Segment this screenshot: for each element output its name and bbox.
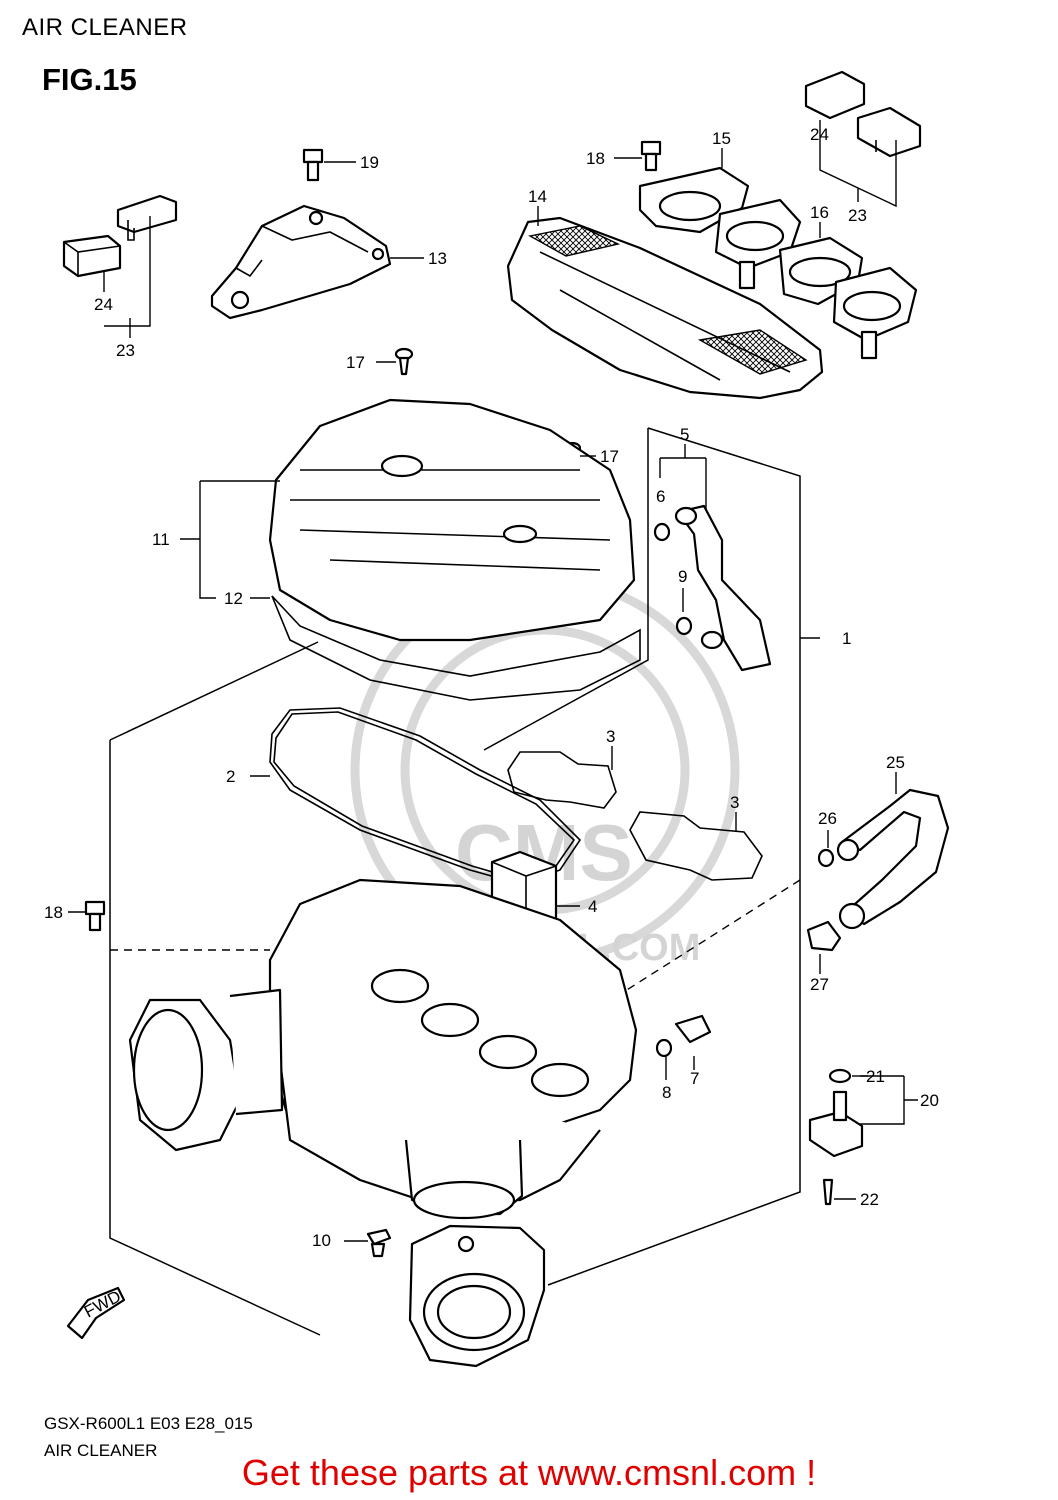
callout-13: 13 [428,249,447,268]
callout-23b: 23 [848,206,867,225]
callout-7: 7 [690,1069,699,1088]
clamp-8 [655,1038,673,1058]
callout-18b: 18 [44,903,63,922]
callout-10: 10 [312,1231,331,1250]
assembly-frame [109,427,801,1336]
velocity-funnels-15 [638,166,802,290]
bolt-18-left [84,900,106,932]
velocity-funnels-16 [778,236,918,360]
callout-24a: 24 [94,295,113,314]
page-section-title: AIR CLEANER [22,14,188,41]
air-filter-element [506,216,824,400]
callout-12: 12 [224,589,243,608]
sensor-bracket-cover [210,204,392,320]
bolt-19 [302,148,324,182]
callout-27: 27 [810,975,829,994]
clamp-6 [653,522,671,542]
figure-title: FIG.15 [42,62,137,97]
callout-19: 19 [360,153,379,172]
callout-26: 26 [818,809,837,828]
callout-18a: 18 [586,149,605,168]
clamp-9 [675,616,693,636]
cap-7 [674,1014,712,1044]
callout-20: 20 [920,1091,939,1110]
funnel-seal-3b [629,811,763,881]
callout-15: 15 [712,129,731,148]
callout-17a: 17 [346,353,365,372]
callout-8: 8 [662,1083,671,1102]
callout-11: 11 [152,530,170,549]
callout-23a: 23 [116,341,135,360]
intake-duct [408,1224,546,1368]
callout-5: 5 [680,425,689,444]
callout-1: 1 [842,629,851,648]
callout-16: 16 [810,203,829,222]
gasket-2 [269,707,582,885]
screw-17-top [394,347,414,376]
map-sensor-left [62,194,178,278]
rivet-10 [366,1228,392,1258]
bolt-18-top [640,140,662,172]
callout-labels: 1 2 3 3 4 5 6 7 8 9 10 11 12 13 14 15 16… [44,125,939,1250]
callout-22: 22 [860,1190,879,1209]
map-sensor-right [804,70,922,158]
callout-2: 2 [226,767,235,786]
callout-3b: 3 [730,793,739,812]
section-name-footer: AIR CLEANER [44,1441,158,1460]
lower-air-cleaner-case [128,878,638,1220]
promo-link-text[interactable]: Get these parts at www.cmsnl.com ! [241,1452,817,1493]
callout-21: 21 [866,1067,885,1086]
model-code: GSX-R600L1 E03 E28_015 [44,1414,253,1433]
upper-air-cleaner-case [268,398,636,642]
callout-24b: 24 [810,125,829,144]
leader-lines [68,120,918,1242]
callout-14: 14 [528,187,547,206]
callout-3a: 3 [606,727,615,746]
callout-4: 4 [588,897,597,916]
case-seal-12 [271,595,641,701]
callout-6: 6 [656,487,665,506]
clamp-26 [817,848,835,868]
funnel-seal-3a [507,751,617,809]
forward-direction-arrow: FWD [66,1287,126,1340]
callout-9: 9 [678,567,687,586]
temp-sensor-20 [808,1068,864,1206]
callout-17b: 17 [600,447,619,466]
breather-hose-5 [674,504,772,672]
clip-27 [806,920,842,952]
callout-25: 25 [886,753,905,772]
fwd-label: FWD [81,1287,124,1322]
drain-hose-25 [836,788,950,930]
